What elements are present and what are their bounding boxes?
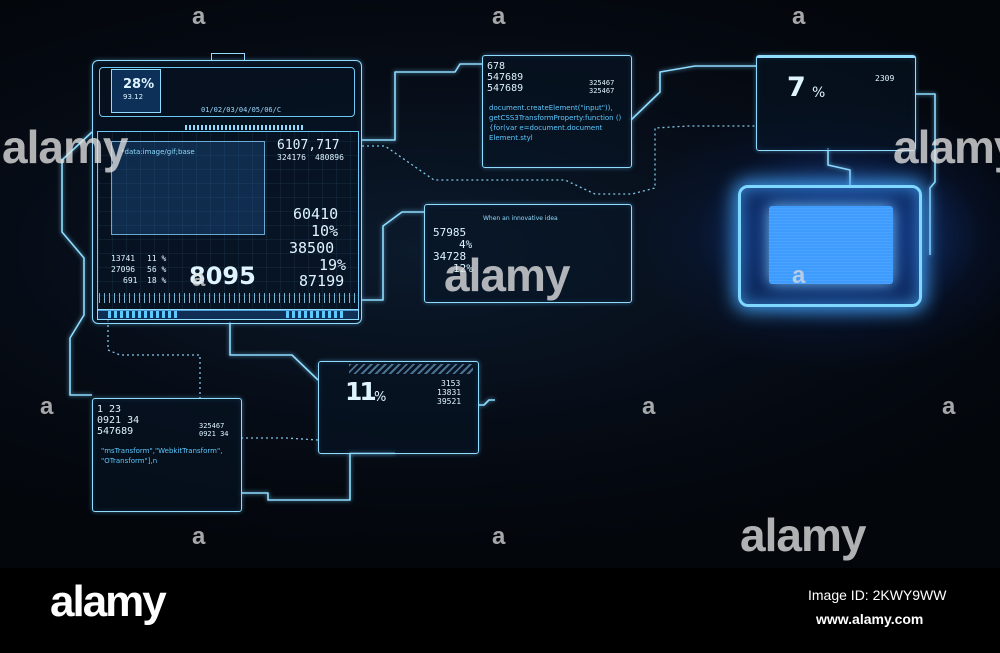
stock-footer: alamy Image ID: 2KWY9WW www.alamy.com <box>0 568 1000 653</box>
watermark-a: a <box>792 262 806 289</box>
main-percent-sub: 93.12 <box>123 93 144 101</box>
watermark-a: a <box>492 3 506 30</box>
panel-header-hatch <box>349 364 473 374</box>
glowing-screen <box>738 185 922 307</box>
stat-pct: 56 % <box>147 265 167 274</box>
watermark-a: a <box>792 3 806 30</box>
bl-side-1: 0921 34 <box>199 430 229 438</box>
bottom-left-panel: 1 23 0921 34 547689 325467 0921 34 "msTr… <box>92 398 242 512</box>
stat-pct: 18 % <box>147 276 167 285</box>
percent-box <box>111 69 161 113</box>
stat-pct: 11 % <box>147 254 167 263</box>
idea-row-1: 4% <box>459 238 473 251</box>
bl-num-2: 547689 <box>97 426 134 437</box>
watermark-a: a <box>192 3 206 30</box>
right-col-0: 60410 <box>293 205 339 223</box>
stat-num: 13741 <box>111 254 136 263</box>
idea-row-0: 57985 <box>433 226 467 239</box>
bl-side-0: 325467 <box>199 422 225 430</box>
right-col-3: 19% <box>319 256 347 274</box>
main-percent: 28% <box>123 77 155 92</box>
glowing-screen-inner <box>769 206 893 284</box>
percent-11-side-2: 39521 <box>437 397 462 406</box>
idea-row-2: 34728 <box>433 250 467 263</box>
stat-num: 691 <box>123 276 138 285</box>
bl-num-0: 1 23 <box>97 404 122 415</box>
code-side-1: 325467 <box>589 87 615 95</box>
chevrons-right-icon <box>286 311 346 318</box>
code-side-0: 325467 <box>589 79 615 87</box>
ruler <box>99 293 355 303</box>
percent-11-side-0: 3153 <box>441 379 461 388</box>
alamy-url: www.alamy.com <box>816 611 924 627</box>
code-num-0: 678 <box>487 61 506 72</box>
right-col-2: 38500 <box>289 239 335 257</box>
image-id: Image ID: 2KWY9WW <box>808 587 947 603</box>
big-number: 8095 <box>189 262 256 290</box>
progress-ticks-top <box>185 125 305 130</box>
percent-11-side-1: 13831 <box>437 388 462 397</box>
right-col-1: 10% <box>311 222 339 240</box>
idea-row-3: 12% <box>453 262 473 275</box>
data-label: *data:image/gif;base <box>121 148 195 156</box>
watermark-a: a <box>192 523 206 550</box>
stat-num: 27096 <box>111 265 136 274</box>
idea-panel: When an innovative idea 57985 4% 34728 1… <box>424 204 632 303</box>
percent-11-unit: % <box>374 390 387 405</box>
watermark-a: a <box>40 393 54 420</box>
idea-title: When an innovative idea <box>483 215 558 222</box>
watermark-a: a <box>192 265 206 292</box>
scroll-bar <box>97 309 359 320</box>
hud-scene: 28% 93.12 01/02/03/04/05/06/C *data:imag… <box>0 0 1000 568</box>
alamy-logo: alamy <box>50 577 167 626</box>
code-num-1: 547689 <box>487 72 524 83</box>
inner-display <box>97 131 359 311</box>
small-value-a1: 324176 <box>277 153 306 162</box>
chevrons-left-icon <box>108 311 178 318</box>
code-num-2: 547689 <box>487 83 524 94</box>
viewport-frame <box>111 141 265 235</box>
code-panel: 678 547689 547689 325467 325467 document… <box>482 55 632 168</box>
watermark-right: alamy <box>893 121 1000 173</box>
connector-lines <box>61 63 936 501</box>
sequence-label: 01/02/03/04/05/06/C <box>201 106 282 114</box>
percent-7-unit: % <box>812 85 826 101</box>
percent-7-value: 7 <box>787 72 806 103</box>
right-col-4: 87199 <box>299 272 345 290</box>
header-strip <box>99 67 355 117</box>
percent-panel-7: 7 % 2309 <box>756 55 916 151</box>
percent-panel-11: 11 % 3153 13831 39521 <box>318 361 479 454</box>
watermark-a: a <box>492 523 506 550</box>
watermark-left: alamy <box>2 121 128 173</box>
percent-11-value: 11 <box>345 377 377 406</box>
bl-code-snippet: "msTransform","WebkitTransform", "OTrans… <box>101 447 223 465</box>
watermark-lower-right: alamy <box>740 509 866 561</box>
code-snippet: document.createElement("input")), getCSS… <box>489 104 622 142</box>
percent-7-side: 2309 <box>875 74 895 83</box>
top-notch <box>211 53 245 60</box>
main-hud-panel: 28% 93.12 01/02/03/04/05/06/C *data:imag… <box>92 53 362 324</box>
big-value-a: 6107,717 <box>277 138 340 153</box>
small-value-a2: 480896 <box>315 153 344 162</box>
watermark-center: alamy <box>444 249 570 301</box>
watermark-a: a <box>642 393 656 420</box>
bl-num-1: 0921 34 <box>97 415 140 426</box>
watermark-a: a <box>942 393 956 420</box>
